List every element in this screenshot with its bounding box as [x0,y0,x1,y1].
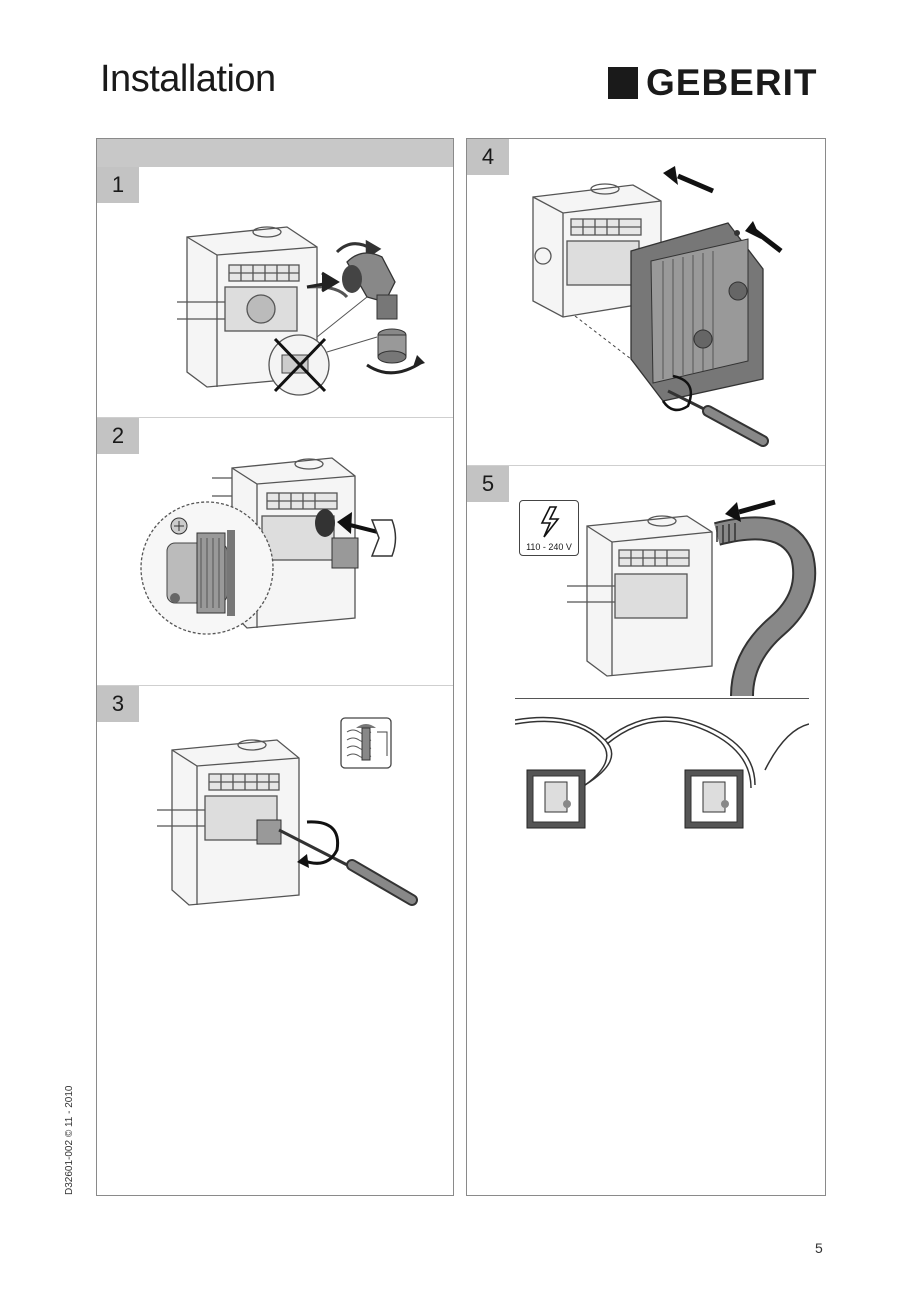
step-number-badge: 2 [97,418,139,454]
step-4: 4 [467,139,825,465]
screw-detail-icon [340,717,392,769]
step-2-illustration [140,457,397,635]
document-code: D32601-002 © 11 - 2010 [64,1085,75,1195]
screwdriver-icon [667,389,769,447]
zoom-detail [140,501,274,635]
page-number: 5 [815,1240,823,1256]
voltage-warning: 110 - 240 V [519,500,579,556]
junction-box-right [684,769,744,829]
left-column: 1 [96,138,454,1196]
nut-fitting [377,328,407,364]
step-number-badge: 3 [97,686,139,722]
geberit-logo: GEBERIT [608,62,818,103]
step-2: 2 [97,417,453,686]
right-column: 4 [466,138,826,1196]
conduit-pipe [714,516,817,696]
step-1: 1 [97,167,453,417]
junction-box-left [526,769,586,829]
arrow-icon [725,499,776,522]
voltage-label: 110 - 240 V [526,542,572,552]
logo-wordmark: GEBERIT [646,62,818,103]
screwdriver-icon [278,828,418,906]
wiring-diagram [515,716,809,829]
elbow-fitting [342,252,398,320]
logo-square [608,67,638,99]
page-title: Installation [100,58,276,100]
cover-box [630,222,764,402]
wiring-divider [515,698,809,699]
step-3: 3 [97,685,453,936]
step-number-badge: 4 [467,139,509,175]
step-5: 5 110 - 240 V [467,465,825,846]
electricity-warning-icon [540,506,560,538]
valve-fitting [315,509,359,569]
step-4-illustration [532,166,783,447]
column-header-bar [97,139,453,167]
step-1-illustration [177,226,425,396]
forbidden-detail [268,334,330,396]
step-3-illustration [157,717,418,906]
step-number-badge: 5 [467,466,509,502]
step-5-illustration [567,499,817,696]
arrow-icon [663,166,783,253]
step-number-badge: 1 [97,167,139,203]
